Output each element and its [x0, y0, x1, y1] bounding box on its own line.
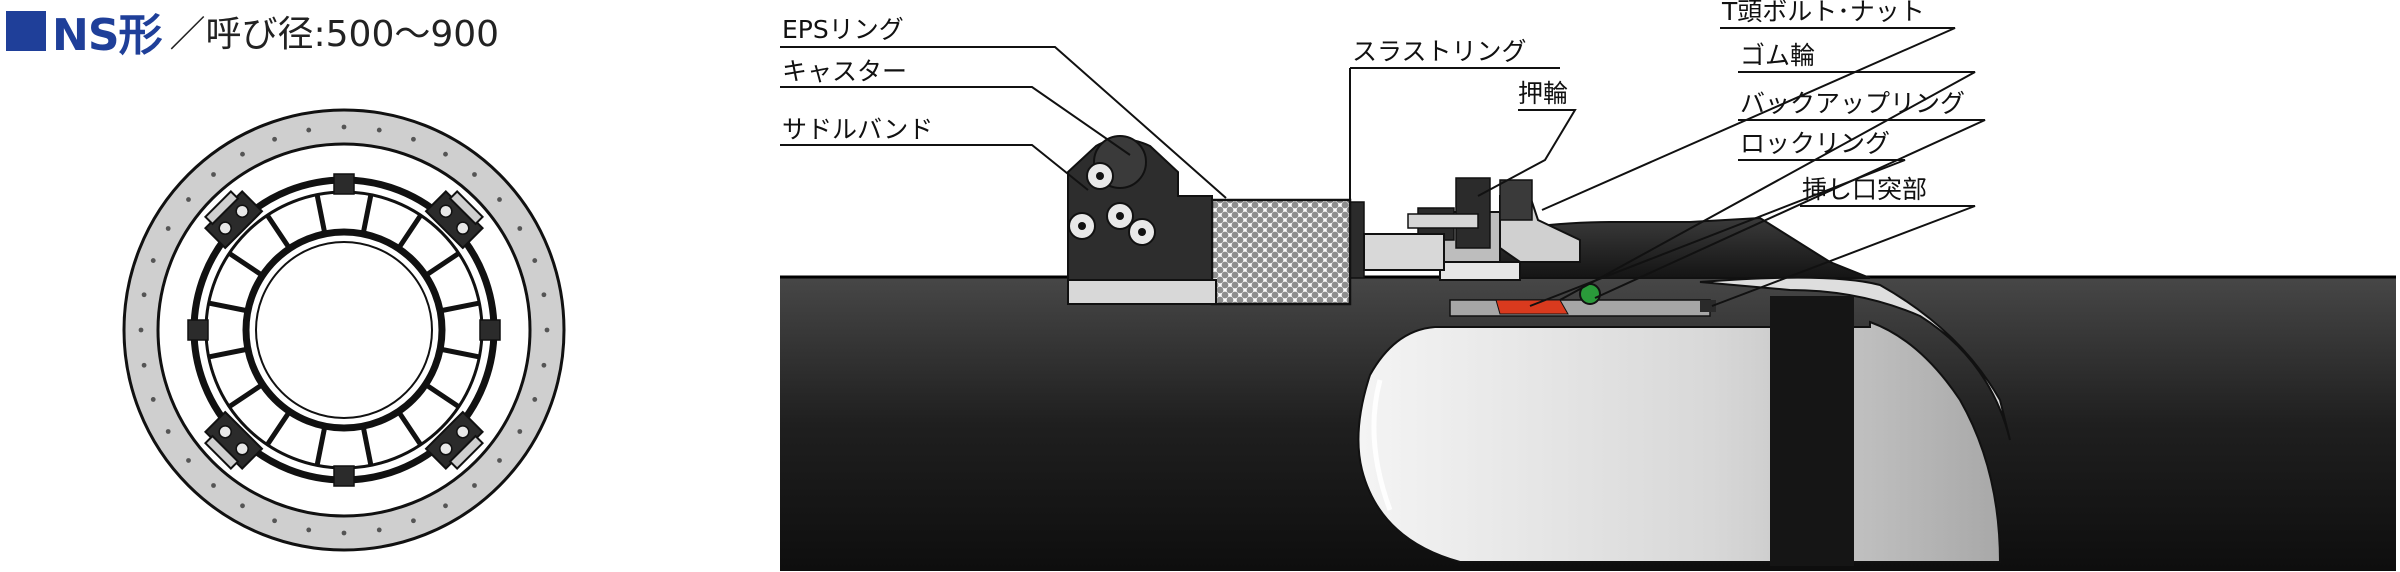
caster-icon [203, 410, 264, 471]
label-rubber-ring: ゴム輪 [1740, 41, 1815, 70]
figure-title: NS形 ／呼び径:500〜900 [6, 4, 500, 61]
longitudinal-section [780, 135, 2396, 571]
inner-pipe-bore [255, 241, 433, 419]
label-push-ring: 押輪 [1518, 79, 1568, 108]
thrust-ring-part [1349, 201, 1365, 279]
casters-cross-section [187, 173, 501, 487]
spigot-end [1449, 299, 1711, 317]
label-eps-ring: EPSリング [782, 15, 904, 44]
caster-icon [424, 410, 485, 471]
socket-band [1770, 296, 1854, 566]
label-backup-ring: バックアップリング [1740, 89, 1965, 118]
label-saddle-band: サドルバンド [782, 115, 933, 144]
label-spigot-projection: 挿し口突部 [1802, 175, 1927, 204]
spacer-spokes [208, 194, 480, 466]
label-thrust-ring: スラストリング [1352, 37, 1527, 66]
inner-pipe [242, 228, 446, 432]
labels: EPSリング キャスター サドルバンド スラストリング 押輪 T頭ボルト･ナット… [782, 0, 1965, 204]
spigot-projection [1700, 300, 1716, 312]
title-square-icon [6, 11, 46, 51]
bolt-shank [1407, 213, 1479, 229]
eps-ring-part [1210, 198, 1352, 306]
caster-icon [424, 189, 485, 250]
label-caster: キャスター [782, 57, 907, 86]
lock-ring-part [1495, 299, 1569, 315]
label-lock-ring: ロックリング [1740, 129, 1890, 158]
leader-lines [780, 27, 1986, 307]
caster-icon [203, 189, 264, 250]
saddle-band-part [1067, 279, 1217, 305]
bolt-head [1455, 177, 1491, 249]
label-t-bolt-nut: T頭ボルト･ナット [1721, 0, 1925, 26]
nominal-diameter-label: ／呼び径:500〜900 [169, 14, 500, 55]
carrier-pipe-cutaway [1357, 320, 2002, 563]
cross-section [122, 108, 566, 552]
outer-wall-bolt-dots [138, 124, 550, 536]
joint-type-label: NS形 [52, 10, 163, 61]
bell-inner-taper [1699, 276, 2011, 441]
